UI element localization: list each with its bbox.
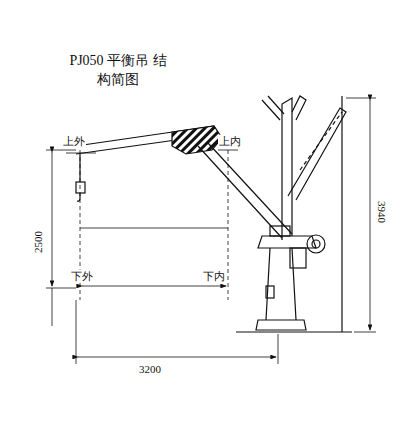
ext-3200: [76, 300, 278, 364]
envelope-vertical: [80, 150, 228, 300]
hook: [77, 193, 80, 201]
position-label: 下外: [70, 270, 94, 283]
motor: [307, 235, 325, 253]
column: [266, 248, 296, 320]
dim-3940: [370, 100, 371, 330]
mast-top: [292, 96, 306, 120]
switch-box: [266, 286, 274, 298]
joint: [270, 226, 290, 236]
ground-line: [236, 331, 352, 332]
dimension-value: 3200: [138, 363, 162, 376]
hook-block: [76, 182, 85, 193]
position-label: 上内: [218, 135, 242, 148]
dim-2500: [52, 152, 53, 286]
position-label: 上外: [62, 135, 86, 148]
wall-line: [341, 96, 342, 332]
ext-3940: [346, 98, 376, 332]
envelope-bottom: [82, 286, 226, 287]
base-plate: [256, 320, 306, 330]
arm-dashed: [300, 112, 342, 170]
upper-arm: [288, 108, 346, 200]
mast: [282, 98, 292, 240]
upper-inner-mark: [218, 150, 238, 151]
crane-outline: [76, 96, 352, 332]
position-label: 下内: [202, 270, 226, 283]
ext-2500: [46, 150, 76, 288]
upper-outer-mark: [66, 153, 96, 154]
dim-3200: [78, 357, 276, 358]
lower-arm: [198, 143, 292, 238]
dim-2500-tail: [52, 288, 53, 326]
dimension-value: 3940: [376, 200, 389, 224]
dimension-lines: [46, 98, 376, 364]
diagram-title: PJ050 平衡吊 结构简图: [66, 52, 170, 90]
dimension-value: 2500: [32, 230, 45, 254]
motor-hub: [312, 240, 320, 248]
envelope-middle: [80, 228, 228, 229]
arm-top: [262, 96, 284, 120]
